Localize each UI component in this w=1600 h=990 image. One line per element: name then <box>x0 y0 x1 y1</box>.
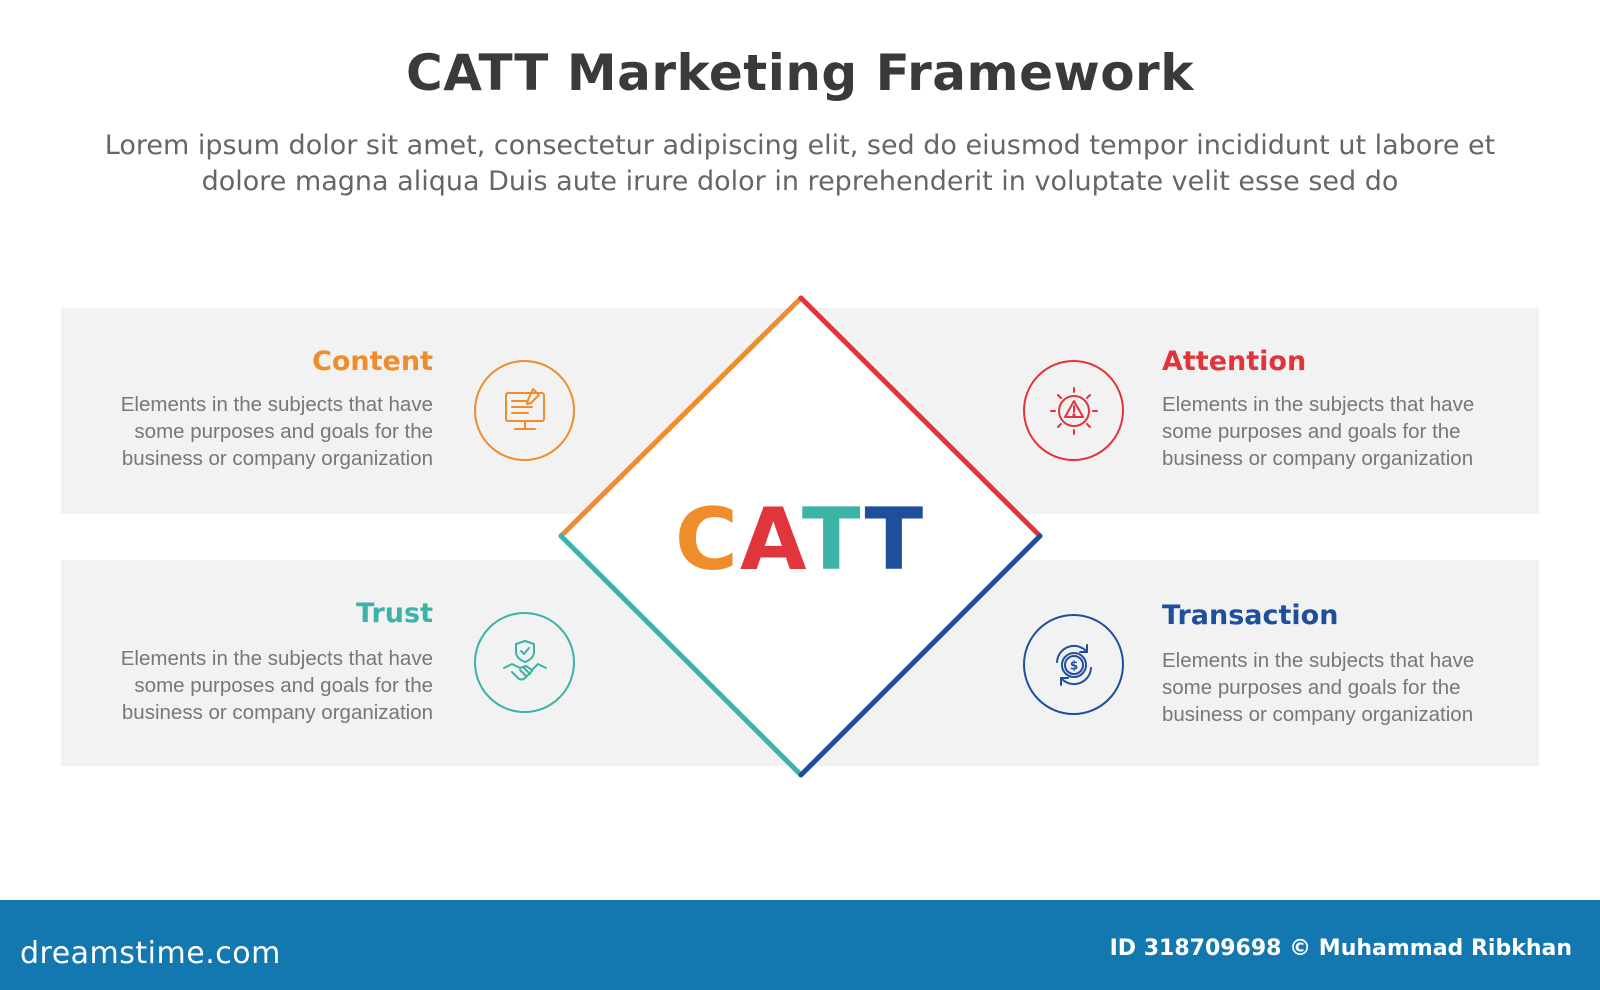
catt-letter-c: C <box>674 490 740 590</box>
transaction-icon-circle: $ <box>1023 614 1124 715</box>
catt-word: CATT <box>640 490 960 590</box>
transaction-description: Elements in the subjects that have some … <box>1162 649 1475 726</box>
catt-letter-t2: T <box>864 490 926 590</box>
warning-alert-icon <box>1049 386 1098 435</box>
attention-title: Attention <box>1162 346 1307 377</box>
content-description: Elements in the subjects that have some … <box>120 393 433 470</box>
footer-credit: ID 318709698 © Muhammad Ribkhan <box>1109 936 1572 961</box>
content-icon-circle <box>474 360 575 461</box>
handshake-shield-icon <box>502 639 547 680</box>
trust-description: Elements in the subjects that have some … <box>120 647 433 724</box>
dollar-cycle-icon: $ <box>1055 643 1092 686</box>
catt-letter-a: A <box>739 490 802 590</box>
footer-bar: dreamstime.com ID 318709698 © Muhammad R… <box>0 900 1600 990</box>
trust-title: Trust <box>356 598 433 629</box>
attention-icon-circle <box>1023 360 1124 461</box>
diamond-edge-content <box>558 295 804 539</box>
footer-logo[interactable]: dreamstime.com <box>20 936 281 971</box>
attention-description: Elements in the subjects that have some … <box>1162 393 1475 470</box>
trust-icon-circle <box>474 612 575 713</box>
page-title: CATT Marketing Framework <box>406 44 1194 102</box>
page-subtitle: Lorem ipsum dolor sit amet, consectetur … <box>104 130 1496 197</box>
diamond-edge-trust <box>558 533 804 778</box>
svg-text:$: $ <box>1069 658 1077 672</box>
computer-document-icon <box>504 387 545 430</box>
transaction-title: Transaction <box>1162 600 1339 631</box>
catt-letter-t1: T <box>801 490 865 590</box>
content-title: Content <box>312 346 433 377</box>
diamond-edge-transaction <box>798 533 1043 778</box>
diamond-edge-attention <box>798 295 1043 539</box>
